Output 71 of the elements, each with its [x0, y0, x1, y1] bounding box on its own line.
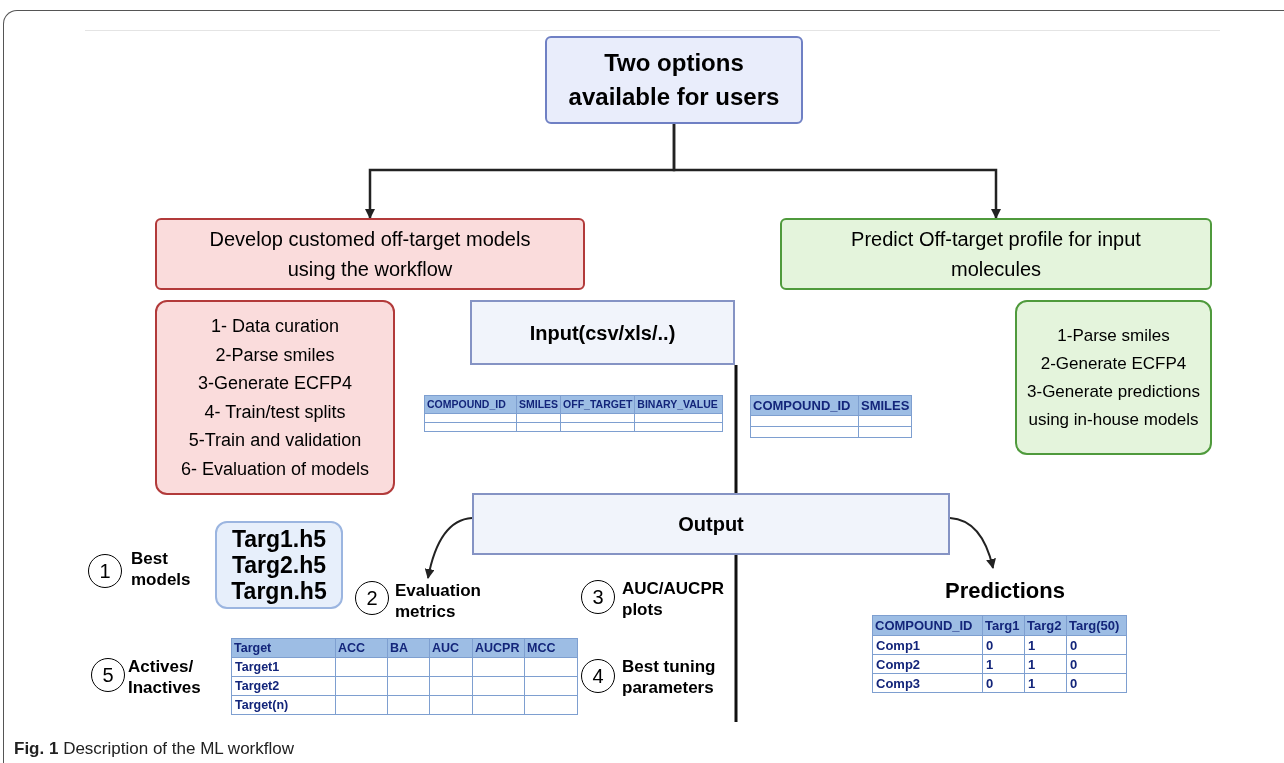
step-text: 5-Train and validation [188, 429, 362, 452]
arrow [425, 517, 473, 579]
model-files-box [215, 521, 343, 609]
step-text: 2-Generate ECFP4 [1040, 352, 1187, 375]
column-header: SMILES [519, 398, 559, 411]
table-value: 1 [1028, 656, 1036, 672]
arrow [949, 517, 996, 569]
step-text: 4- Train/test splits [204, 400, 346, 424]
output-box [472, 493, 950, 555]
table-value: 0 [986, 637, 994, 653]
row-label: Comp1 [876, 637, 921, 653]
row-label: Comp2 [876, 656, 921, 672]
column-header: Targ1 [985, 618, 1020, 633]
steps-box [155, 300, 395, 495]
table-value: 0 [1070, 637, 1078, 653]
column-header: COMPOUND_ID [753, 398, 851, 413]
box-title: Output [678, 512, 744, 537]
file-name: Targ1.h5 [231, 526, 327, 552]
file-name: Targn.h5 [231, 578, 327, 604]
arrow [672, 124, 1001, 219]
column-header: Targ2 [1027, 618, 1062, 633]
step-text: 1-Parse smiles [1057, 324, 1170, 347]
table-value: 1 [986, 656, 994, 672]
row-label: Target2 [235, 678, 280, 693]
column-header: SMILES [861, 398, 910, 413]
row-label: Target(n) [235, 697, 289, 712]
steps-box [1015, 300, 1212, 455]
callout-label: Evaluation metrics [395, 580, 482, 622]
callout-number: 4 [581, 659, 615, 693]
step-text: 6- Evaluation of models [180, 457, 370, 481]
figure-caption: Fig. 1 Description of the ML workflow [14, 738, 294, 760]
column-header: OFF_TARGET [563, 398, 633, 411]
callout-number: 3 [581, 580, 615, 614]
column-header: COMPOUND_ID [875, 618, 973, 633]
column-header: MCC [527, 640, 556, 655]
table-value: 0 [1070, 675, 1078, 691]
column-header: ACC [338, 640, 366, 655]
box-title: Two options available for users [567, 48, 781, 112]
step-text: 3-Generate ECFP4 [197, 372, 353, 395]
callout-number: 1 [88, 554, 122, 588]
callout-label: Actives/ Inactives [128, 656, 202, 698]
option-text: Predict Off-target profile for input molecules [850, 227, 1142, 282]
callout-number: 5 [91, 658, 125, 692]
row-label: Comp3 [876, 675, 921, 691]
column-header: COMPOUND_ID [427, 398, 506, 411]
prediction-option-box [780, 218, 1212, 290]
table-value: 0 [1070, 656, 1078, 672]
box-title: Input(csv/xls/..) [529, 320, 676, 346]
option-text: Develop customed off-target models using the workflow [208, 227, 532, 282]
callout-number: 2 [355, 581, 389, 615]
column-header: AUCPR [475, 640, 520, 655]
column-header: BA [390, 640, 409, 655]
column-header: Target [234, 640, 272, 655]
table-value: 1 [1028, 675, 1036, 691]
callout-label: Best tuning parameters [622, 656, 717, 698]
column-header: AUC [432, 640, 460, 655]
table-value: 1 [1028, 637, 1036, 653]
input-box [470, 300, 735, 365]
step-text: 1- Data curation [210, 315, 340, 338]
step-text: 2-Parse smiles [215, 343, 335, 367]
column-header: Targ(50) [1069, 618, 1120, 633]
file-name: Targ2.h5 [231, 552, 327, 578]
workflow-option-box [155, 218, 585, 290]
title-box [545, 36, 803, 124]
step-text: 3-Generate predictions using in-house models [1026, 380, 1201, 431]
row-label: Target1 [235, 659, 280, 674]
section-heading: Predictions [945, 576, 1065, 605]
callout-label: Best models [131, 548, 192, 590]
column-header: BINARY_VALUE [637, 398, 718, 411]
callout-label: AUC/AUCPR plots [622, 578, 725, 620]
table-value: 0 [986, 675, 994, 691]
